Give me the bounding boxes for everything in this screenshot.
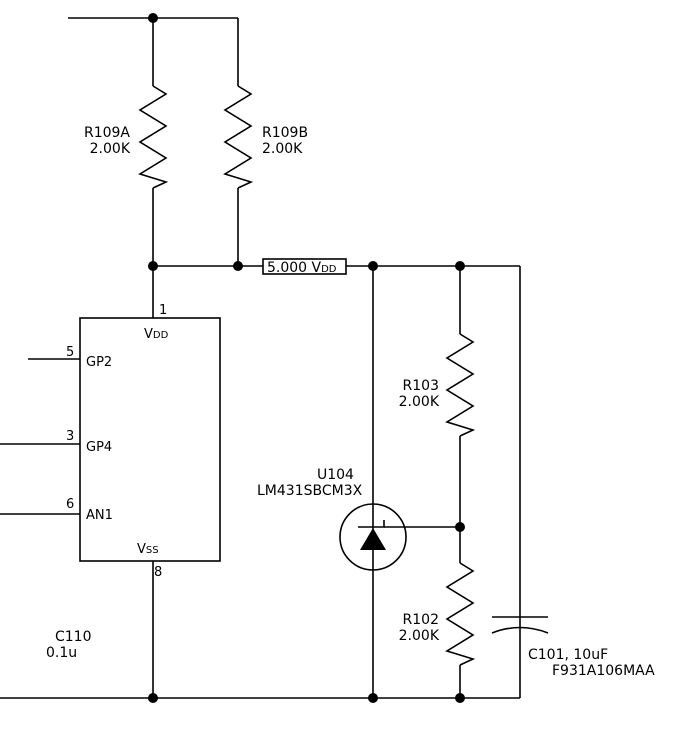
junction-dot [455, 522, 465, 532]
junction-dot [233, 261, 243, 271]
regulator-diode-icon [360, 528, 386, 550]
junction-dot [148, 693, 158, 703]
net-label: 5.000 VDD [267, 260, 337, 276]
pin-name-gp4: GP4 [86, 440, 112, 455]
resistor-r103: R103 2.00K [399, 266, 476, 563]
pin-name-gp2: GP2 [86, 355, 112, 370]
resistor-r102: R102 2.00K [399, 562, 476, 698]
c101-part: F931A106MAA [552, 663, 655, 679]
capacitor-c101: C101, 10uF F931A106MAA [491, 616, 655, 679]
r102-value: 2.00K [399, 628, 440, 644]
pin-number-8: 8 [154, 565, 162, 580]
pin-name-an1: AN1 [86, 508, 113, 523]
u104-ref: U104 [317, 467, 354, 483]
ic-vdd-label: VDD [144, 327, 169, 342]
ic-vss-label: VSS [137, 542, 159, 557]
ic-u-chip: 1 VDD 5 GP2 3 GP4 6 AN1 VSS 8 [0, 303, 221, 698]
capacitor-c110-label: C110 0.1u [46, 629, 92, 661]
junction-dot [148, 261, 158, 271]
c110-ref: C110 [55, 629, 92, 645]
r109b-value: 2.00K [262, 141, 303, 157]
r109a-ref: R109A [84, 125, 130, 141]
junction-dot [148, 13, 158, 23]
ground-rail [0, 693, 520, 703]
regulator-u104: U104 LM431SBCM3X [257, 266, 460, 698]
r109b-ref: R109B [262, 125, 308, 141]
r103-value: 2.00K [399, 394, 440, 410]
pin-number-1: 1 [159, 303, 167, 318]
r109a-value: 2.00K [90, 141, 131, 157]
resistor-r109b: R109B 2.00K [223, 85, 308, 266]
pin-number-6: 6 [66, 497, 74, 512]
r102-ref: R102 [403, 612, 439, 628]
c101-ref: C101, 10uF [528, 647, 608, 663]
regulator-circle [339, 503, 407, 571]
top-rail [68, 13, 239, 86]
c110-value: 0.1u [46, 645, 77, 661]
r103-ref: R103 [403, 378, 439, 394]
u104-part: LM431SBCM3X [257, 483, 363, 499]
ic-body [79, 317, 221, 562]
junction-dot [455, 693, 465, 703]
pin-number-5: 5 [66, 345, 74, 360]
resistor-r109a: R109A 2.00K [84, 85, 169, 266]
pin-number-3: 3 [66, 429, 74, 444]
junction-dot [368, 693, 378, 703]
